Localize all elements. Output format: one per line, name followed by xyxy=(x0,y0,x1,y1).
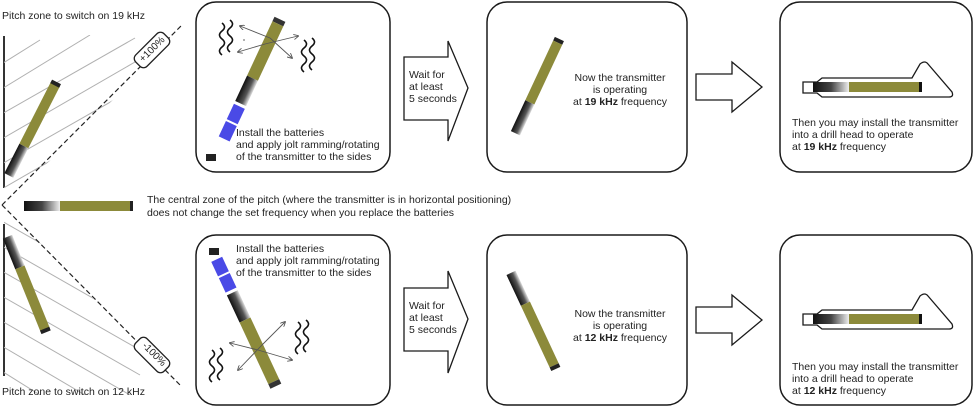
drill-head-icon xyxy=(802,61,954,98)
step3-text-line2: into a drill head to operate xyxy=(792,129,914,141)
plus-100-tag xyxy=(133,31,171,69)
wait-text-line3: 5 seconds xyxy=(409,324,457,336)
step2-transmitter xyxy=(506,270,561,372)
transmitter-tilted-down xyxy=(2,234,51,335)
step1-box xyxy=(195,234,391,406)
wait-text-line2: at least xyxy=(409,312,443,324)
next-arrow xyxy=(695,293,764,347)
text-prefix: at xyxy=(792,385,804,397)
step2-box xyxy=(486,234,688,406)
step2-box xyxy=(486,1,688,173)
step1-text-line2: and apply jolt ramming/rotating xyxy=(236,139,380,151)
text-suffix: frequency xyxy=(617,332,667,344)
step1-text-line1: Install the batteries xyxy=(236,243,325,255)
row-19khz xyxy=(195,1,973,173)
step2-text-line2: is operating xyxy=(592,84,648,96)
step1-text-line3: of the transmitter to the sides xyxy=(236,267,372,279)
frequency-value: 19 kHz xyxy=(803,141,837,153)
text-prefix: at xyxy=(573,332,585,344)
step3-text-line3: at 19 kHz frequency xyxy=(792,141,886,153)
text-suffix: frequency xyxy=(836,385,886,397)
step3-text-line1: Then you may install the transmitter xyxy=(792,361,959,373)
wait-arrow xyxy=(403,270,469,374)
wait-text-line3: 5 seconds xyxy=(409,93,457,105)
vibration-wave-icon xyxy=(208,319,310,383)
step2-transmitter xyxy=(510,36,564,136)
transmitter-horizontal xyxy=(24,201,133,211)
step2-text-line3: at 19 kHz frequency xyxy=(560,96,680,108)
step1-transmitter xyxy=(218,16,286,142)
drill-head-icon xyxy=(802,293,954,330)
lower-hatch xyxy=(4,219,141,395)
step1-text-line1: Install the batteries xyxy=(236,127,325,139)
pitch-zone-12khz-label: Pitch zone to switch on 12 kHz xyxy=(2,386,145,398)
pitch-panel xyxy=(1,24,183,395)
wait-text-line2: at least xyxy=(409,81,443,93)
text-suffix: frequency xyxy=(836,141,886,153)
vibration-wave-icon xyxy=(218,19,316,73)
frequency-value: 12 kHz xyxy=(803,385,837,397)
lower-limit-dashed-line xyxy=(1,204,183,388)
step3-text-line2: into a drill head to operate xyxy=(792,373,914,385)
text-suffix: frequency xyxy=(617,96,667,108)
step2-text-line1: Now the transmitter xyxy=(574,308,666,320)
minus-100-tag xyxy=(133,336,171,374)
frequency-value: 19 kHz xyxy=(584,96,618,108)
step3-text-line3: at 12 kHz frequency xyxy=(792,385,886,397)
upper-hatch xyxy=(4,35,136,191)
step1-text-line3: of the transmitter to the sides xyxy=(236,151,372,163)
central-zone-note-line2: does not change the set frequency when y… xyxy=(147,207,455,219)
wait-text-line1: Wait for xyxy=(409,69,445,81)
battery-cap-icon xyxy=(206,154,216,161)
next-arrow xyxy=(695,60,764,114)
central-zone-note-line1: The central zone of the pitch (where the… xyxy=(147,194,512,206)
wait-arrow xyxy=(403,40,469,142)
step1-text-line2: and apply jolt ramming/rotating xyxy=(236,255,380,267)
wait-text-line1: Wait for xyxy=(409,300,445,312)
step2-text-line3: at 12 kHz frequency xyxy=(560,332,680,344)
pitch-zone-19khz-label: Pitch zone to switch on 19 kHz xyxy=(2,10,145,22)
step2-text-line2: is operating xyxy=(592,320,648,332)
transmitter-tilted-up xyxy=(4,79,61,178)
shake-arrows-icon xyxy=(238,26,298,58)
text-prefix: at xyxy=(573,96,585,108)
text-prefix: at xyxy=(792,141,804,153)
battery-cap-icon xyxy=(209,248,219,255)
step1-box xyxy=(195,1,391,173)
frequency-value: 12 kHz xyxy=(584,332,618,344)
row-12khz xyxy=(195,234,973,406)
step3-text-line1: Then you may install the transmitter xyxy=(792,117,959,129)
step2-text-line1: Now the transmitter xyxy=(574,72,666,84)
shake-arrows-icon xyxy=(230,322,292,370)
